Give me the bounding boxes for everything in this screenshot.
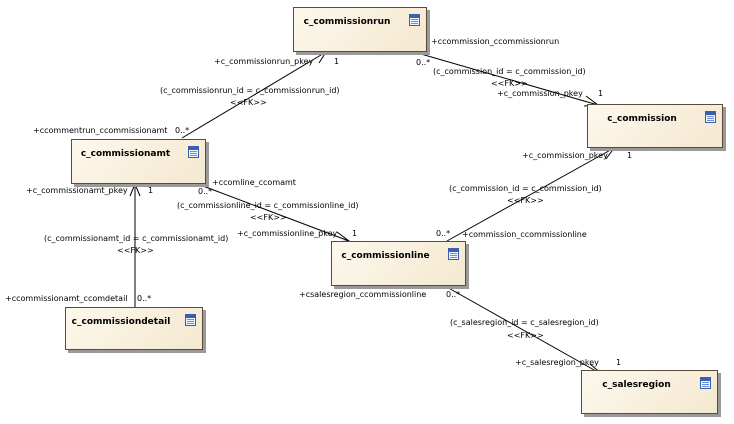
- entity-commissionamt[interactable]: c_commissionamt: [71, 139, 206, 184]
- entity-title: c_salesregion: [602, 380, 671, 390]
- entity-commissionline[interactable]: c_commissionline: [331, 241, 466, 286]
- multiplicity-label: 1: [627, 151, 633, 160]
- role-label: +c_commissionamt_pkey: [26, 186, 128, 195]
- entity-salesregion[interactable]: c_salesregion: [581, 370, 718, 414]
- connector-commission-line: [446, 147, 615, 242]
- role-label: +commission_ccommissionline: [462, 230, 587, 239]
- multiplicity-label: 1: [148, 186, 154, 195]
- fk-condition-label: (c_commissionamt_id = c_commissionamt_id…: [44, 234, 229, 243]
- role-label: +ccomline_ccomamt: [212, 178, 296, 187]
- entity-commission[interactable]: c_commission: [587, 104, 723, 148]
- connector-amt-line: [194, 182, 350, 242]
- role-label: +csalesregion_ccommissionline: [299, 290, 427, 299]
- connector-run-amt: [181, 51, 327, 139]
- entity-title: c_commissiondetail: [71, 317, 171, 327]
- fk-condition-label: (c_commissionline_id = c_commissionline_…: [177, 201, 359, 210]
- role-label: +c_salesregion_pkey: [515, 358, 599, 367]
- multiplicity-label: 1: [334, 57, 340, 66]
- multiplicity-label: 0..*: [137, 294, 152, 303]
- entity-commissionrun[interactable]: c_commissionrun: [293, 7, 427, 52]
- fk-condition-label: (c_commission_id = c_commission_id): [449, 184, 602, 193]
- arrowhead-amt-detail: [129, 182, 141, 197]
- table-icon: [705, 111, 716, 123]
- entity-title: c_commissionamt: [80, 149, 171, 159]
- role-label: +c_commission_pkey: [522, 151, 608, 160]
- role-label: +ccommission_ccommissionrun: [431, 37, 560, 46]
- fk-condition-label: (c_commission_id = c_commission_id): [433, 67, 586, 76]
- role-label: +ccommissionamt_ccomdetail: [5, 294, 128, 303]
- stereotype-label: <<FK>>: [507, 331, 544, 340]
- stereotype-label: <<FK>>: [230, 98, 267, 107]
- multiplicity-label: 1: [616, 358, 622, 367]
- fk-condition-label: (c_salesregion_id = c_salesregion_id): [450, 318, 599, 327]
- table-icon: [409, 14, 420, 26]
- role-label: +c_commissionrun_pkey: [214, 57, 314, 66]
- multiplicity-label: 0..*: [416, 58, 431, 67]
- stereotype-label: <<FK>>: [117, 246, 154, 255]
- multiplicity-label: 1: [352, 229, 358, 238]
- stereotype-label: <<FK>>: [250, 213, 287, 222]
- entity-title: c_commissionline: [341, 251, 430, 261]
- entity-title: c_commission: [607, 114, 677, 124]
- stereotype-label: <<FK>>: [491, 79, 528, 88]
- fk-condition-label: (c_commissionrun_id = c_commissionrun_id…: [160, 86, 340, 95]
- connector-line-region: [444, 285, 604, 376]
- entity-title: c_commissionrun: [303, 17, 391, 27]
- multiplicity-label: 0..*: [436, 229, 451, 238]
- multiplicity-label: 0..*: [446, 290, 461, 299]
- table-icon: [448, 248, 459, 260]
- role-label: +c_commission_pkey: [497, 89, 583, 98]
- multiplicity-label: 0..*: [198, 187, 213, 196]
- connector-commission-run: [413, 51, 599, 106]
- arrowhead-run-amt: [312, 51, 328, 64]
- table-icon: [188, 146, 199, 158]
- role-label: +c_commissionline_pkey: [237, 229, 338, 238]
- arrowhead-commission-line: [600, 147, 616, 160]
- entity-commissiondetail[interactable]: c_commissiondetail: [65, 307, 203, 350]
- table-icon: [185, 314, 196, 326]
- table-icon: [700, 377, 711, 389]
- role-label: +ccommentrun_ccommissionamt: [33, 126, 168, 135]
- multiplicity-label: 0..*: [175, 126, 190, 135]
- multiplicity-label: 1: [598, 89, 604, 98]
- stereotype-label: <<FK>>: [507, 196, 544, 205]
